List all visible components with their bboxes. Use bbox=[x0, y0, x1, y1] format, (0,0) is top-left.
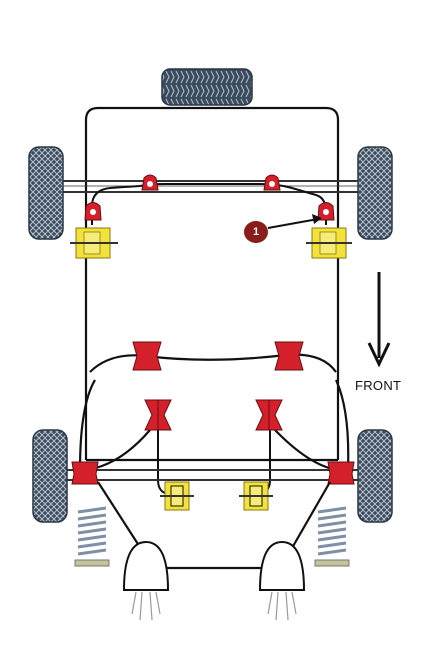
callout-marker bbox=[244, 214, 322, 243]
rear-axle-bush-left bbox=[71, 461, 99, 485]
front-shackle-bush-left bbox=[70, 227, 118, 259]
rear-axle bbox=[66, 469, 362, 481]
rear-inner-links bbox=[157, 410, 271, 495]
rear-upper-bush-right bbox=[255, 399, 283, 431]
front-left-tyre-icon bbox=[28, 146, 64, 240]
front-right-tyre-icon bbox=[357, 146, 393, 240]
rear-lower-bush-right bbox=[239, 481, 273, 511]
callout-number: 1 bbox=[252, 226, 260, 238]
spare-tyre-icon bbox=[161, 68, 253, 106]
differential-icon-left bbox=[122, 540, 170, 621]
front-drop-link-bush-left bbox=[84, 202, 102, 221]
mid-bush-right bbox=[274, 341, 304, 371]
rear-upper-bush-left bbox=[144, 399, 172, 431]
rear-left-tyre-icon bbox=[32, 429, 68, 523]
chassis-frame bbox=[84, 106, 340, 462]
front-drop-link-bush-right bbox=[317, 202, 335, 221]
coil-spring-icon-left bbox=[74, 505, 110, 567]
front-anti-roll-bar bbox=[91, 183, 327, 225]
rear-trailing-links bbox=[78, 379, 350, 472]
mid-bush-left bbox=[132, 341, 162, 371]
rear-axle-bush-right bbox=[327, 461, 355, 485]
rear-lower-links bbox=[97, 481, 331, 570]
rear-lower-bush-left bbox=[160, 481, 194, 511]
differential-icon-right bbox=[258, 540, 306, 621]
rear-upper-link bbox=[89, 353, 337, 373]
direction-arrow-icon bbox=[367, 272, 391, 368]
rear-right-tyre-icon bbox=[357, 429, 393, 523]
coil-spring-icon-right bbox=[314, 505, 350, 567]
front-shackle-bush-right bbox=[306, 227, 352, 259]
front-label: FRONT bbox=[355, 378, 402, 393]
front-axle bbox=[62, 180, 364, 193]
front-bar-bush-right bbox=[263, 174, 281, 191]
front-bar-bush-left bbox=[141, 174, 159, 191]
